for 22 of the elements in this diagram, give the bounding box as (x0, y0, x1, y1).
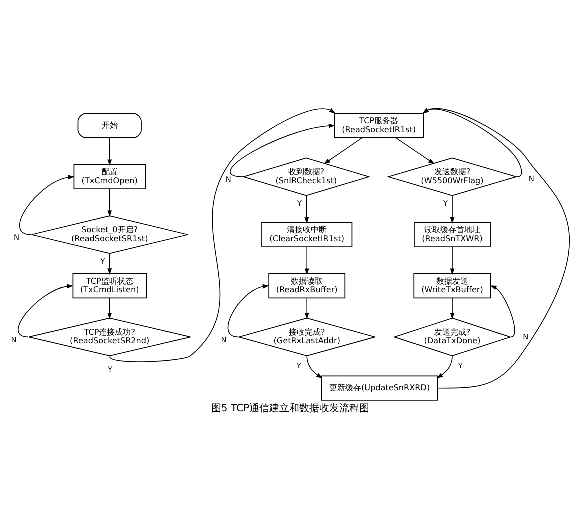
arrow (108, 138, 112, 166)
arrow (304, 246, 310, 276)
arrow (422, 108, 522, 178)
arrow (450, 246, 455, 276)
arrow (304, 298, 310, 320)
arrow (109, 108, 336, 362)
arrow (450, 298, 455, 320)
arrow (450, 195, 455, 224)
arrow (18, 284, 74, 338)
arrow (304, 195, 310, 224)
arrow (490, 286, 516, 338)
arrow (19, 175, 75, 236)
arrow (108, 188, 112, 218)
arrow (108, 253, 112, 275)
arrow (436, 356, 453, 379)
arrow (396, 138, 435, 164)
arrow (422, 108, 570, 389)
caption: 图5 TCP通信建立和数据收发流程图 (211, 403, 370, 414)
arrow (230, 124, 336, 178)
arrow (324, 138, 363, 164)
arrow (306, 356, 323, 379)
arrow (108, 298, 112, 320)
